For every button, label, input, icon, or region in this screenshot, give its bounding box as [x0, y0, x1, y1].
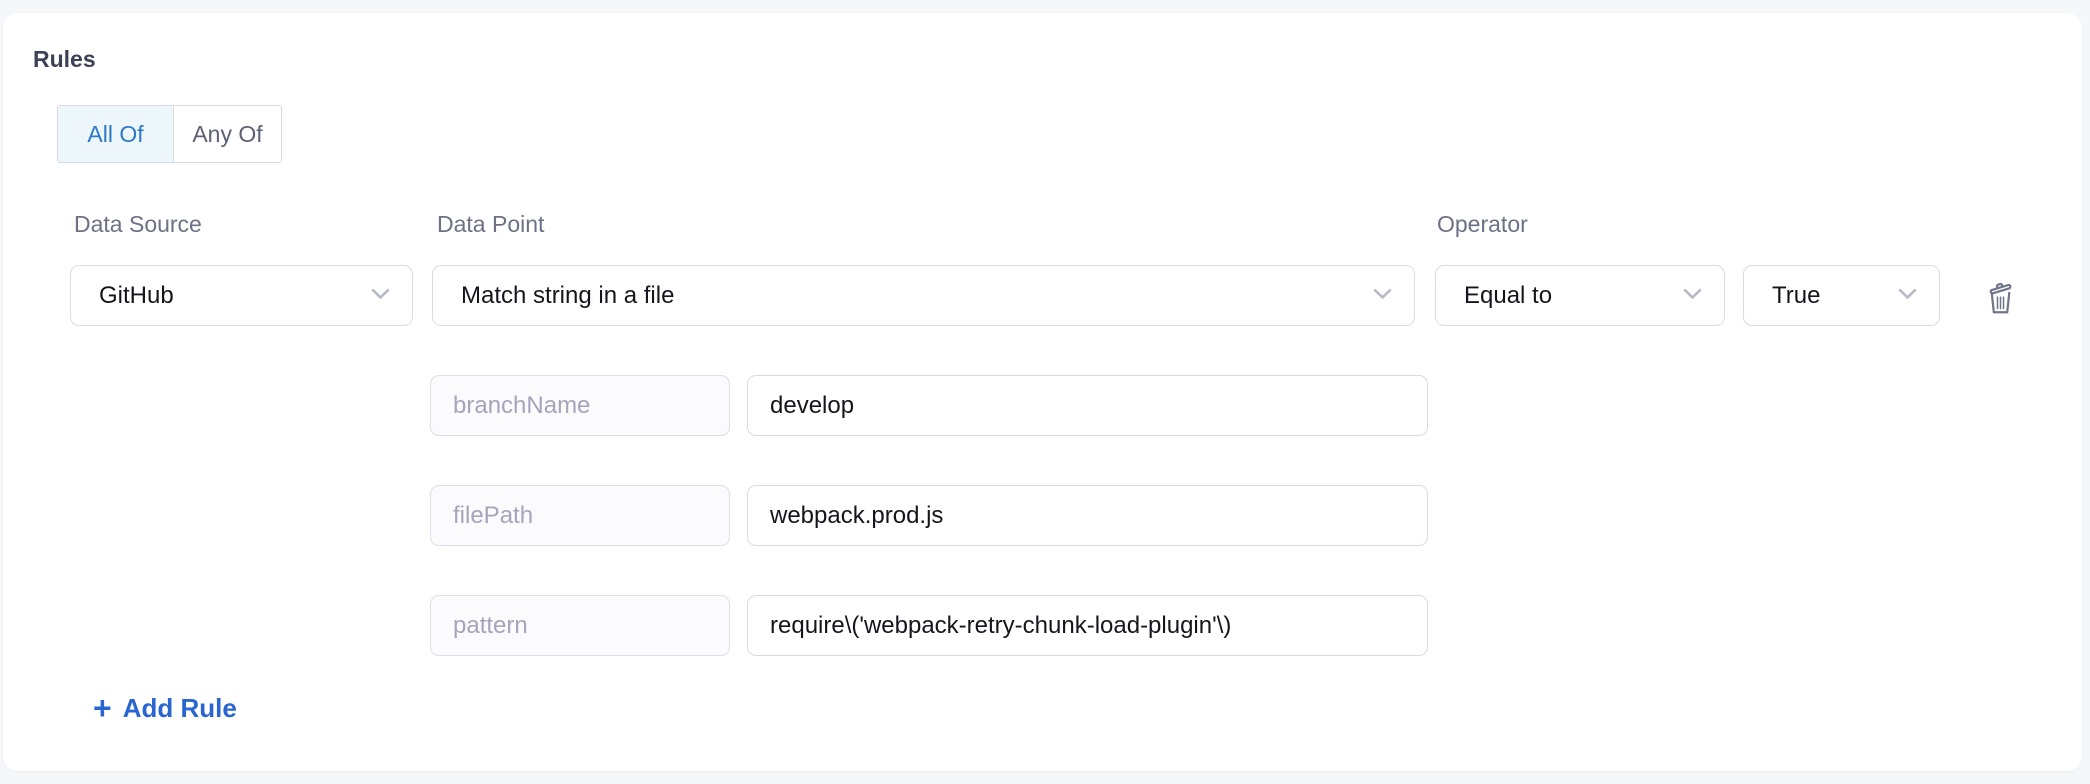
param-key-filepath: filePath — [430, 485, 730, 546]
operator-select[interactable]: Equal to — [1435, 265, 1725, 326]
any-of-button[interactable]: Any Of — [174, 106, 281, 162]
all-of-button[interactable]: All Of — [58, 106, 174, 162]
operator-label: Operator — [1437, 211, 1528, 237]
delete-rule-button[interactable] — [1978, 276, 2022, 320]
data-point-label: Data Point — [437, 211, 545, 237]
rules-panel: Rules All Of Any Of Data Source Data Poi… — [3, 13, 2082, 771]
param-value-branchname-input[interactable] — [747, 375, 1428, 436]
data-point-value: Match string in a file — [461, 281, 675, 309]
trash-icon — [1984, 278, 2017, 318]
param-key-branchname: branchName — [430, 375, 730, 436]
chevron-down-icon — [1671, 287, 1702, 305]
expected-value: True — [1772, 281, 1821, 309]
expected-value-select[interactable]: True — [1743, 265, 1940, 326]
plus-icon: + — [93, 689, 112, 726]
param-value-pattern-input[interactable] — [747, 595, 1428, 656]
param-key-pattern: pattern — [430, 595, 730, 656]
add-rule-label: Add Rule — [122, 693, 237, 723]
data-source-value: GitHub — [99, 281, 174, 309]
chevron-down-icon — [359, 287, 390, 305]
add-rule-button[interactable]: + Add Rule — [93, 689, 237, 726]
match-type-toggle: All Of Any Of — [57, 105, 282, 163]
chevron-down-icon — [1361, 287, 1392, 305]
data-source-select[interactable]: GitHub — [70, 265, 413, 326]
param-value-filepath-input[interactable] — [747, 485, 1428, 546]
data-source-label: Data Source — [74, 211, 202, 237]
rules-title: Rules — [33, 46, 96, 72]
operator-value: Equal to — [1464, 281, 1553, 309]
chevron-down-icon — [1886, 287, 1917, 305]
data-point-select[interactable]: Match string in a file — [432, 265, 1415, 326]
